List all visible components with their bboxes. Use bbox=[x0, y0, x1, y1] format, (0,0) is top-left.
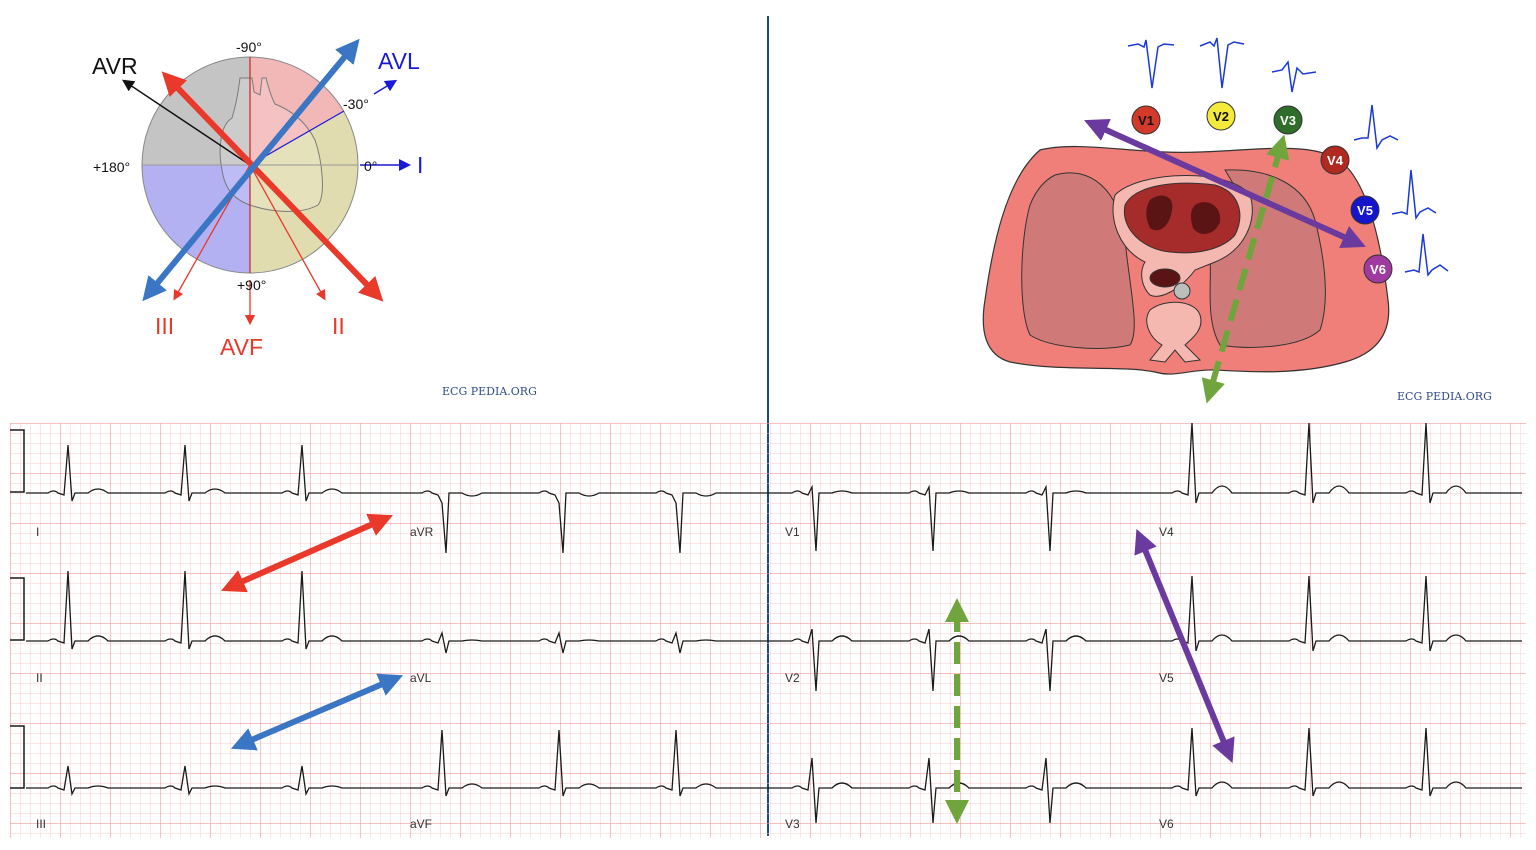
electrode-v1: V1 bbox=[1131, 105, 1161, 135]
watermark-left: ECG PEDIA.ORG bbox=[442, 385, 537, 398]
ecg-trace-v2 bbox=[770, 628, 1150, 692]
lead-label-avr: AVR bbox=[92, 53, 138, 79]
strip-blue-arrow bbox=[230, 673, 404, 751]
svg-text:V6: V6 bbox=[1370, 262, 1386, 277]
lead-label-avl: AVL bbox=[378, 48, 420, 74]
precordial-waveform-glyphs bbox=[1127, 37, 1449, 277]
degree-label-bottom: +90° bbox=[237, 277, 266, 293]
ecg-strip: I aVR V1 V4 II aVL V2 V5 III aVF V3 V6 bbox=[10, 422, 1526, 838]
calibration-pulse-row3 bbox=[10, 725, 25, 789]
strip-red-arrow bbox=[221, 513, 393, 593]
lead-label-ii: II bbox=[332, 313, 345, 339]
electrode-v2: V2 bbox=[1206, 101, 1236, 131]
ecg-trace-avl bbox=[400, 630, 770, 654]
electrode-v4: V4 bbox=[1320, 145, 1350, 175]
waveform-v4 bbox=[1353, 104, 1399, 151]
ecg-lead-label-v6: V6 bbox=[1159, 817, 1174, 831]
waveform-v3 bbox=[1271, 60, 1317, 93]
svg-text:V2: V2 bbox=[1213, 109, 1229, 124]
ecg-grid-major bbox=[10, 423, 1526, 838]
watermark-right: ECG PEDIA.ORG bbox=[1397, 390, 1492, 403]
waveform-v1 bbox=[1127, 39, 1175, 89]
strip-purple-arrow bbox=[1134, 528, 1235, 764]
calibration-pulse-row1 bbox=[10, 429, 25, 493]
svg-text:V1: V1 bbox=[1138, 113, 1154, 128]
ecg-lead-label-v3: V3 bbox=[785, 817, 800, 831]
waveform-v6 bbox=[1404, 233, 1449, 277]
waveform-v2 bbox=[1199, 37, 1245, 89]
ecg-lead-label-ii: II bbox=[36, 671, 43, 685]
hexaxial-diagram: -90° -30° 0° +180° +90° AVR AVL I III AV… bbox=[92, 38, 537, 398]
waveform-v5 bbox=[1391, 169, 1437, 221]
ecg-lead-label-i: I bbox=[36, 525, 39, 539]
electrode-v5: V5 bbox=[1350, 195, 1380, 225]
ecg-lead-label-avf: aVF bbox=[410, 817, 432, 831]
ecg-trace-avr bbox=[400, 490, 770, 554]
ecg-lead-label-v1: V1 bbox=[785, 525, 800, 539]
electrodes: V1 V2 V3 V4 V5 V6 bbox=[1131, 101, 1393, 284]
ecg-trace-v3 bbox=[770, 757, 1150, 824]
ecg-lead-label-v4: V4 bbox=[1159, 525, 1174, 539]
lead-label-avf: AVF bbox=[220, 334, 263, 360]
thick-blue-arrow-avl bbox=[142, 38, 360, 302]
ecg-trace-avf bbox=[400, 729, 770, 797]
lead-label-iii: III bbox=[155, 313, 174, 339]
lead-label-i: I bbox=[417, 152, 423, 178]
svg-text:V4: V4 bbox=[1327, 153, 1344, 168]
degree-label-top: -90° bbox=[236, 39, 262, 55]
precordial-green-arrow bbox=[1201, 134, 1290, 404]
ecg-trace-ii bbox=[26, 570, 400, 650]
ecg-lead-label-v5: V5 bbox=[1159, 671, 1174, 685]
svg-text:V5: V5 bbox=[1357, 203, 1373, 218]
degree-label-minus30: -30° bbox=[343, 96, 369, 112]
ecg-lead-label-iii: III bbox=[36, 817, 46, 831]
svg-text:V3: V3 bbox=[1280, 113, 1296, 128]
spine bbox=[1146, 301, 1202, 363]
ecg-lead-label-v2: V2 bbox=[785, 671, 800, 685]
ecg-trace-v1 bbox=[770, 484, 1150, 552]
ecg-lead-label-avl: aVL bbox=[410, 671, 432, 685]
ecg-trace-iii bbox=[26, 765, 400, 797]
degree-label-left: +180° bbox=[93, 159, 130, 175]
degree-label-zero: 0° bbox=[364, 158, 377, 174]
electrode-v3: V3 bbox=[1273, 105, 1303, 135]
torso-cross-section bbox=[982, 145, 1390, 375]
ecg-lead-label-avr: aVR bbox=[410, 525, 434, 539]
electrode-v6: V6 bbox=[1363, 254, 1393, 284]
ecg-trace-i bbox=[26, 444, 400, 502]
calibration-pulse-row2 bbox=[10, 577, 25, 641]
ecg-trace-v4 bbox=[1150, 422, 1522, 504]
